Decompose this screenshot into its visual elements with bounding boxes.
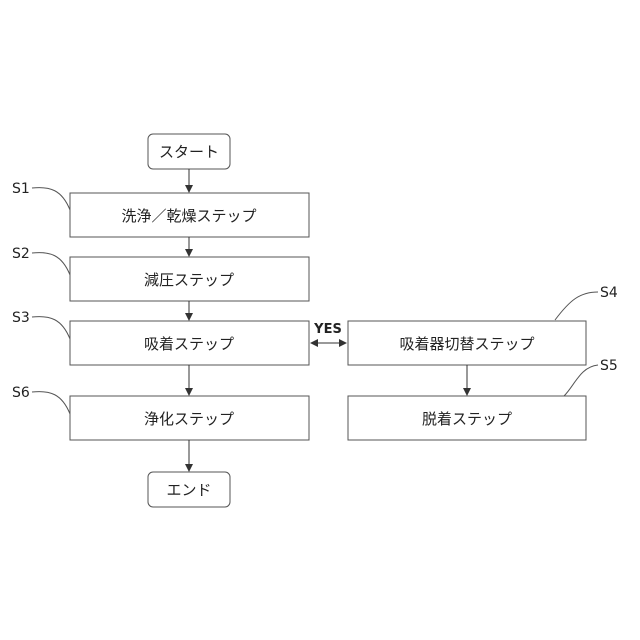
leader-s4 <box>555 292 598 320</box>
label-s2: S2 <box>12 246 70 275</box>
step-s4: 吸着器切替ステップ <box>348 321 586 365</box>
label-s4: S4 <box>555 285 618 320</box>
leader-s5 <box>564 365 598 396</box>
step-s6-text: 浄化ステップ <box>144 410 234 428</box>
step-s2: 減圧ステップ <box>70 257 309 301</box>
leader-s1 <box>32 188 70 210</box>
label-s2-text: S2 <box>12 246 30 262</box>
step-s3-text: 吸着ステップ <box>144 335 234 353</box>
step-s5-text: 脱着ステップ <box>422 410 512 428</box>
label-s1: S1 <box>12 181 70 210</box>
leader-s3 <box>32 317 70 339</box>
label-s6: S6 <box>12 385 70 414</box>
label-s6-text: S6 <box>12 385 30 401</box>
leader-s6 <box>32 392 70 414</box>
step-s3: 吸着ステップ <box>70 321 309 365</box>
label-s3-text: S3 <box>12 310 30 326</box>
end-node: エンド <box>148 472 230 507</box>
step-s1-text: 洗浄／乾燥ステップ <box>121 207 256 225</box>
step-s5: 脱着ステップ <box>348 396 586 440</box>
label-s3: S3 <box>12 310 70 339</box>
step-s6: 浄化ステップ <box>70 396 309 440</box>
step-s4-text: 吸着器切替ステップ <box>399 335 534 353</box>
label-s5-text: S5 <box>600 358 618 374</box>
label-s4-text: S4 <box>600 285 618 301</box>
start-node-text: スタート <box>159 143 219 161</box>
step-s1: 洗浄／乾燥ステップ <box>70 193 309 237</box>
end-node-text: エンド <box>166 481 211 499</box>
start-node: スタート <box>148 134 230 169</box>
step-s2-text: 減圧ステップ <box>144 271 234 289</box>
yes-label: YES <box>313 322 342 337</box>
leader-s2 <box>32 253 70 275</box>
label-s1-text: S1 <box>12 181 30 197</box>
